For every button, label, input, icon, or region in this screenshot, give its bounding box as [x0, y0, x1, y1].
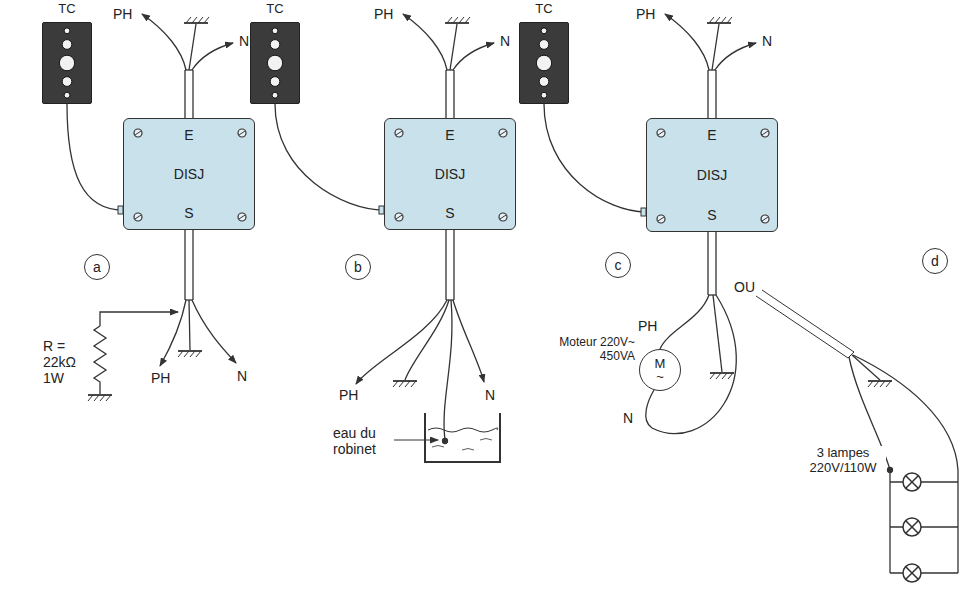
test-connector: TC — [42, 22, 92, 104]
terminal-letter: S — [707, 207, 716, 223]
wire-label: 3 lampes 220V/110W — [800, 446, 886, 476]
wire-label: N — [238, 33, 250, 49]
motor-letter: ~ — [656, 370, 664, 383]
terminal-letter: S — [445, 205, 454, 221]
figure-letter: b — [345, 254, 371, 280]
figure-letter: d — [922, 248, 948, 274]
test-lead — [544, 104, 646, 212]
terminal-letter: E — [707, 127, 716, 143]
wire-label: N — [236, 368, 248, 384]
wire-label: PH — [338, 387, 359, 403]
terminal-letter: E — [184, 127, 193, 143]
wire-label: PH — [150, 370, 171, 386]
motor-symbol: M~ — [639, 349, 681, 391]
breaker-box: E DISJ S — [384, 118, 516, 230]
figure-letter-text: d — [931, 253, 939, 269]
figure-letter-text: a — [93, 259, 101, 275]
wire-label: R = 22kΩ 1W — [42, 338, 90, 386]
wire-label: PH — [373, 6, 394, 22]
test-connector: TC — [519, 22, 569, 104]
figure-letter: c — [605, 252, 631, 278]
wire-label: N — [499, 33, 511, 49]
connector-label: TC — [535, 1, 552, 16]
terminal-letter: E — [445, 127, 454, 143]
wire-label: eau du robinet — [332, 425, 394, 457]
wire-label: PH — [112, 6, 133, 22]
figure-letter-text: b — [354, 259, 362, 275]
test-lead — [67, 104, 123, 210]
wire-label: PH — [637, 318, 658, 334]
wire-label: Moteur 220V~ 450VA — [556, 336, 636, 364]
wire-label: OU — [733, 279, 756, 295]
wire-label: N — [484, 387, 496, 403]
breaker-box: E DISJ S — [646, 118, 778, 232]
motor-letter: M — [655, 357, 666, 370]
breaker-box: E DISJ S — [123, 118, 255, 230]
terminal-letter: S — [184, 205, 193, 221]
socket-holes — [251, 23, 299, 103]
figure-letter-text: c — [615, 257, 622, 273]
socket-holes — [520, 23, 568, 103]
wire-label: N — [761, 33, 773, 49]
test-lead — [275, 104, 384, 210]
figure-letter: a — [84, 254, 110, 280]
breaker-name: DISJ — [174, 166, 204, 182]
connector-label: TC — [58, 1, 75, 16]
breaker-name: DISJ — [697, 167, 727, 183]
test-connector: TC — [250, 22, 300, 104]
wire-label: PH — [635, 6, 656, 22]
socket-holes — [43, 23, 91, 103]
wire-label: N — [622, 410, 634, 426]
breaker-name: DISJ — [435, 166, 465, 182]
connector-label: TC — [266, 1, 283, 16]
